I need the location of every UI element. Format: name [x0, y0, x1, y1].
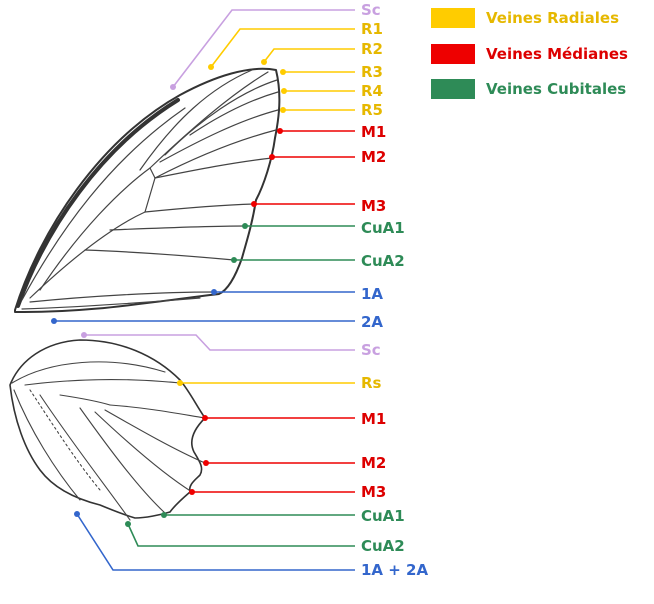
label-hind-sc: Sc: [361, 341, 381, 359]
forewing-outline: [14, 67, 281, 314]
hind-vein-cua2: [39, 394, 131, 521]
vein-r5: [159, 109, 279, 163]
leader-dot-fore-1a: [211, 289, 217, 295]
leader-dot-hind-sc: [81, 332, 87, 338]
vein-cua2: [84, 249, 235, 261]
leader-dot-fore-m2: [269, 154, 275, 160]
legend-item-cubital: Veines Cubitales: [431, 77, 651, 101]
leader-dot-hind-m2: [203, 460, 209, 466]
legend-swatch-radial: [431, 8, 475, 28]
vein-r2: [149, 71, 269, 169]
label-hind-rs: Rs: [361, 374, 382, 392]
leader-dot-hind-rs: [177, 380, 183, 386]
label-hind-1a2a: 1A + 2A: [361, 561, 428, 579]
label-fore-m2: M2: [361, 148, 386, 166]
leader-dot-fore-cua1: [242, 223, 248, 229]
hindwing-veins: [11, 361, 206, 521]
leader-lines: [51, 9, 355, 571]
leader-dot-fore-m3: [251, 201, 257, 207]
vein-labels: Sc R1 R2 R3 R4 R5 M1 M2 M3 CuA1 CuA2 1A …: [361, 1, 428, 579]
leader-dot-fore-sc: [170, 84, 176, 90]
vein-cu-stem: [29, 211, 146, 299]
leader-dot-fore-cua2: [231, 257, 237, 263]
legend-label-radial: Veines Radiales: [486, 9, 620, 27]
leader-dot-fore-r5: [280, 107, 286, 113]
label-fore-cua2: CuA2: [361, 252, 405, 270]
leader-dot-hind-1a2a: [74, 511, 80, 517]
hind-vein-sc: [11, 361, 166, 384]
forewing: [14, 67, 281, 314]
legend-label-median: Veines Médianes: [486, 44, 628, 63]
vein-m2: [154, 157, 273, 179]
hind-vein-1a: [13, 389, 81, 501]
label-fore-r4: R4: [361, 82, 383, 100]
label-fore-1a: 1A: [361, 285, 383, 303]
label-fore-m3: M3: [361, 197, 386, 215]
leader-dot-hind-cua1: [161, 512, 167, 518]
vein-1a: [29, 291, 216, 303]
vein-sc: [21, 107, 186, 301]
leader-dot-fore-r3: [280, 69, 286, 75]
hindwing: [9, 339, 206, 521]
label-fore-2a: 2A: [361, 313, 383, 331]
leader-dot-hind-m3: [189, 489, 195, 495]
vein-cua1: [109, 225, 246, 231]
discal-cell-end: [144, 177, 156, 213]
forewing-veins: [21, 69, 279, 310]
legend: Veines Radiales Veines Médianes Veines C…: [431, 6, 651, 113]
label-hind-m3: M3: [361, 483, 386, 501]
vein-m3: [144, 203, 255, 213]
leader-line-hind-cua2: [127, 523, 355, 547]
label-fore-m1: M1: [361, 123, 386, 141]
leader-line-fore-sc: [172, 9, 355, 88]
discal-cell-top: [149, 167, 156, 179]
hind-vein-m3: [94, 411, 193, 493]
vein-r4: [189, 91, 279, 136]
legend-item-median: Veines Médianes: [431, 42, 651, 66]
hind-vein-2a: [29, 389, 101, 491]
forewing-costal-band: [16, 98, 180, 308]
label-fore-cua1: CuA1: [361, 219, 405, 237]
hind-vein-m2: [104, 409, 206, 464]
vein-r3: [164, 79, 278, 156]
hind-vein-rs: [24, 378, 181, 386]
hind-cell-end: [59, 394, 111, 406]
leader-line-hind-1a2a: [76, 513, 355, 571]
label-fore-r2: R2: [361, 40, 383, 58]
vein-m1: [154, 129, 277, 179]
leader-dot-fore-m1: [277, 128, 283, 134]
leader-dot-fore-r2: [261, 59, 267, 65]
vein-r-stem: [39, 167, 151, 291]
label-fore-r1: R1: [361, 20, 383, 38]
legend-swatch-cubital: [431, 79, 475, 99]
legend-item-radial: Veines Radiales: [431, 6, 651, 30]
label-hind-cua1: CuA1: [361, 507, 405, 525]
leader-dot-hind-m1: [202, 415, 208, 421]
label-hind-m1: M1: [361, 410, 386, 428]
leader-line-fore-r1: [210, 28, 355, 68]
hindwing-outline: [9, 339, 206, 519]
label-hind-m2: M2: [361, 454, 386, 472]
leader-line-hind-sc: [84, 334, 355, 351]
leader-line-fore-r2: [263, 48, 355, 63]
leader-dot-fore-r1: [208, 64, 214, 70]
leader-dot-fore-2a: [51, 318, 57, 324]
leader-dot-hind-cua2: [125, 521, 131, 527]
label-fore-r5: R5: [361, 101, 383, 119]
label-hind-cua2: CuA2: [361, 537, 405, 555]
legend-swatch-median: [431, 43, 475, 64]
legend-label-cubital: Veines Cubitales: [486, 80, 627, 98]
vein-r1: [139, 69, 253, 171]
leader-dot-fore-r4: [281, 88, 287, 94]
hind-vein-m1: [109, 404, 206, 419]
label-fore-sc: Sc: [361, 1, 381, 19]
hind-vein-cua1: [79, 407, 166, 514]
label-fore-r3: R3: [361, 63, 383, 81]
vein-2a: [21, 297, 201, 310]
